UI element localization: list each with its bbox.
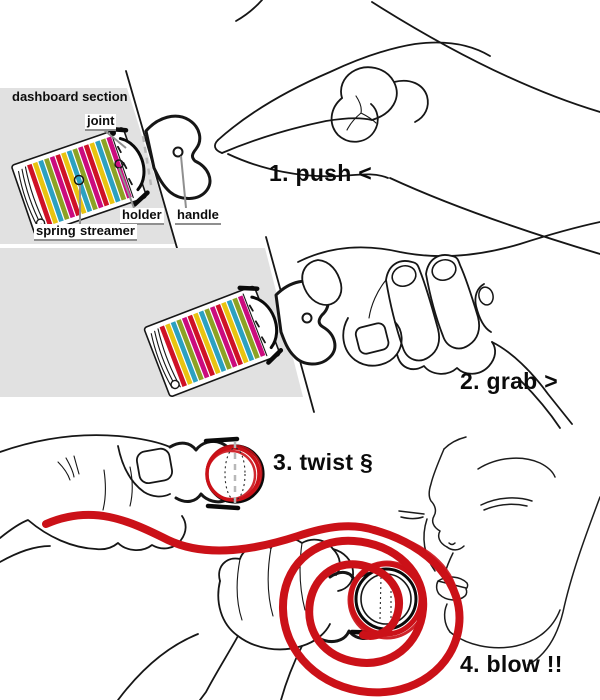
twist-dotted-ellipse	[224, 447, 246, 501]
index-finger-tip	[214, 139, 223, 154]
thumb-outline	[330, 97, 379, 143]
nostril	[446, 542, 465, 551]
fingertip-over-handle	[301, 259, 343, 306]
index-finger-top	[217, 41, 491, 141]
thumb-body-3	[117, 445, 171, 498]
grabbing-hand	[297, 221, 600, 429]
palm-bottom	[227, 153, 389, 179]
arm-edge-left	[117, 633, 199, 700]
eyebrow	[477, 457, 556, 478]
part-label-spring: spring	[34, 224, 78, 241]
callout-handle	[180, 155, 187, 209]
step-1-push-label: 1. push <	[269, 160, 373, 186]
chin	[443, 603, 451, 633]
wrist-line-1	[491, 341, 573, 425]
twisting-hand	[0, 434, 187, 563]
step-4-blow-label: 4. blow !!	[460, 651, 563, 677]
part-label-holder: holder	[120, 208, 164, 225]
fingernail-3	[478, 286, 494, 306]
blow-dotted-lines	[379, 576, 392, 621]
dashboard-section-label: dashboard section	[12, 89, 128, 104]
index-finger-bottom	[221, 117, 373, 154]
finger-partial-3	[474, 283, 492, 333]
jaw	[449, 609, 561, 649]
curled-finger-2	[393, 79, 429, 123]
part-label-handle: handle	[175, 208, 221, 225]
thumb-outline-2	[342, 317, 403, 367]
joint-pivot-dot	[110, 130, 116, 136]
fingernail-2	[431, 258, 457, 282]
thumb-creases-3	[57, 455, 80, 481]
cheek-fold	[423, 518, 436, 572]
palm-bumps	[396, 341, 496, 375]
step-3-twist-label: 3. twist §	[273, 449, 374, 475]
handle-hole-2	[301, 312, 313, 324]
thumbnail-3	[135, 447, 173, 485]
forehead-nose-profile	[428, 448, 448, 548]
fist-thumb	[332, 548, 354, 592]
spiral-loops	[278, 526, 464, 697]
pushing-hand	[214, 0, 600, 255]
finger-creases-3	[102, 466, 133, 511]
closed-eye	[480, 497, 533, 511]
streamer-spirals	[42, 510, 464, 697]
twist-device	[168, 436, 265, 511]
curled-finger-1	[340, 66, 398, 121]
thumb-creases	[346, 95, 377, 131]
wrist-line-2	[519, 379, 561, 429]
hand-back-edge	[297, 221, 600, 263]
part-label-streamer: streamer	[78, 224, 137, 241]
spiral-tail	[42, 510, 378, 555]
fist-wrist-1	[199, 635, 239, 700]
hairline	[443, 436, 467, 450]
thumb-web	[368, 279, 387, 319]
callout-holder	[118, 167, 135, 209]
fingernail-1	[391, 264, 417, 288]
fist-finger-lines	[236, 542, 306, 621]
shoulder	[527, 496, 600, 666]
joint-axis-dashed	[141, 135, 153, 186]
far-eye	[398, 510, 425, 520]
callout-joint	[103, 129, 127, 149]
thumbnail-2	[354, 322, 390, 355]
blowing-face	[398, 436, 600, 666]
streamer-marker	[73, 174, 85, 186]
spiral-echo	[372, 528, 458, 592]
step-2-grab-label: 2. grab >	[460, 368, 558, 394]
part-label-joint: joint	[85, 114, 117, 131]
fingers-bottom-3	[0, 515, 187, 551]
handle-hole	[172, 146, 184, 158]
